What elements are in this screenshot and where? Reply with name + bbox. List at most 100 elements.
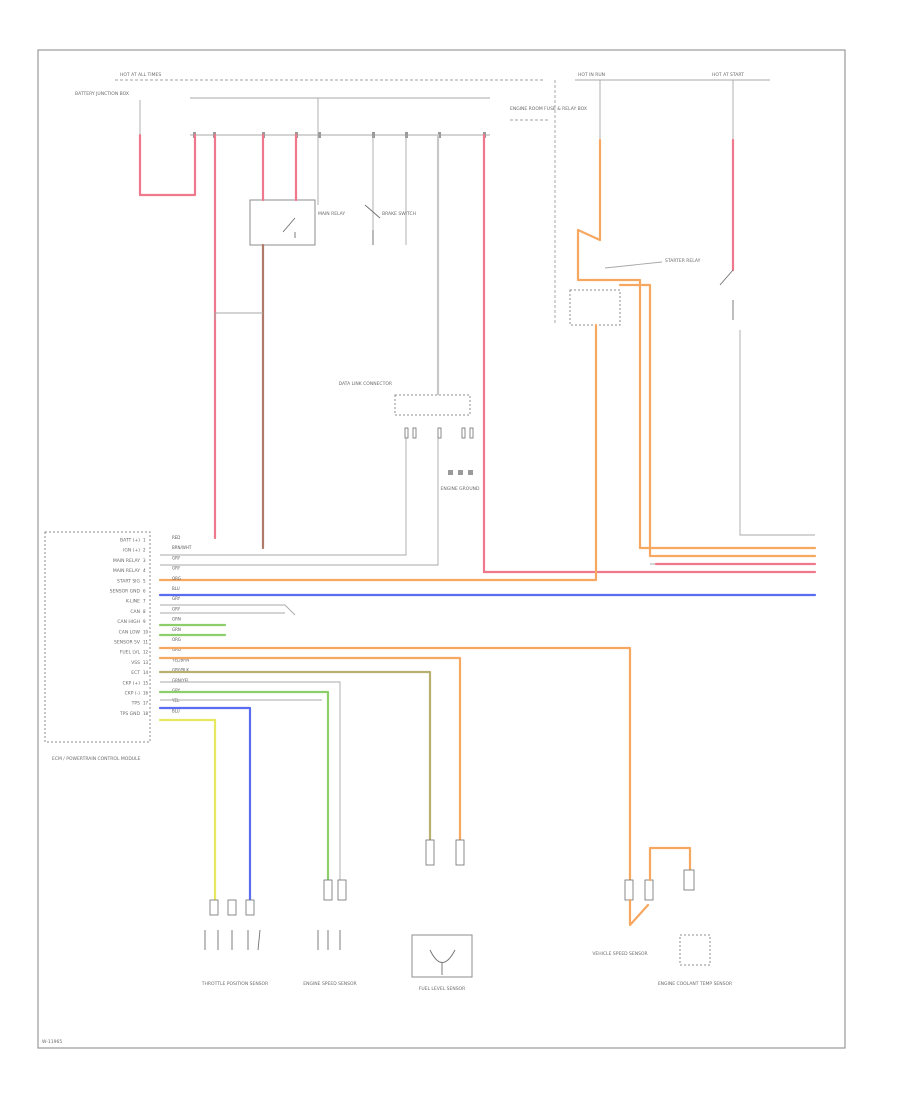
hot-in-run-label: HOT IN RUN <box>578 72 605 78</box>
wire-orange-starter-2 <box>618 283 817 558</box>
ecm-pin-name: MAIN RELAY <box>113 568 140 574</box>
data-link-connector-label: DATA LINK CONNECTOR <box>339 381 392 387</box>
wire-olive-vss <box>158 670 432 842</box>
ecm-pin-number: 18 <box>143 711 149 716</box>
starter-relay-label: STARTER RELAY <box>665 258 701 264</box>
ecm-wire-color-code: YEL <box>171 698 180 703</box>
starter-relay-box <box>569 289 621 326</box>
wire-yellow-tps <box>158 718 217 902</box>
ecm-pin-name: CAN HIGH <box>117 619 140 625</box>
ecm-pin-name: FUEL LVL <box>120 650 141 656</box>
ecm-pin-name: CAN LOW <box>119 629 141 635</box>
ecm-pin-name: TPS GND <box>119 711 141 717</box>
ecm-pin-name: SENSOR GND <box>110 589 141 595</box>
hot-at-start-label: HOT AT START <box>712 72 744 78</box>
ecm-pin-number: 1 <box>143 538 146 543</box>
ecm-pin-number: 12 <box>143 650 149 655</box>
ecm-pin-number: 2 <box>143 548 146 553</box>
ecm-wire-color-code: ORG <box>172 637 181 642</box>
wire-gray-dlc-3 <box>160 438 439 566</box>
start-switch-symbol <box>719 269 734 320</box>
ecm-pin-number: 15 <box>143 680 149 685</box>
ecm-wire-color-code: BRN/WHT <box>172 545 192 550</box>
ecm-pin-number: 9 <box>143 619 146 624</box>
ecm-pin-number: 3 <box>143 558 146 563</box>
ecm-wire-color-code: BLU <box>172 586 180 591</box>
ecm-wire-color-code: ORG <box>172 647 181 652</box>
ecm-pin-number: 11 <box>143 640 149 645</box>
ecm-pin-number: 17 <box>143 701 149 706</box>
diagram-frame <box>37 49 846 1049</box>
engine-ground-label: ENGINE GROUND <box>441 486 480 492</box>
ecm-pin-number: 16 <box>143 691 149 696</box>
brake-switch-label: BRAKE SWITCH <box>382 211 416 217</box>
wire-orange-starter-1 <box>598 278 817 550</box>
ecm-wire-color-code: GRN <box>172 617 181 622</box>
footer-code: W-11965 <box>42 1039 62 1045</box>
ecm-pin-number: 5 <box>143 578 146 583</box>
fuel-level-sensor-label: FUEL LEVEL SENSOR <box>419 986 465 992</box>
engine-ground-symbol <box>448 470 473 475</box>
wire-orange-relay-loop <box>576 228 602 282</box>
ecm-wire-color-code: GRY/BLK <box>172 668 189 673</box>
ecm-pin-name: TPS <box>131 701 140 707</box>
engine-speed-sensor <box>317 879 347 950</box>
starter-relay-leader <box>604 261 663 269</box>
ecm-wire-color-code: GRY <box>172 566 181 571</box>
hot-at-all-times-label: HOT AT ALL TIMES <box>120 72 161 78</box>
ecm-pin-number: 8 <box>143 609 146 614</box>
relay-switch-symbol <box>282 217 296 238</box>
ecm-pin-number: 4 <box>143 568 146 573</box>
ecm-pin-name: MAIN RELAY <box>113 558 140 564</box>
ecm-pin-number: 10 <box>143 629 149 634</box>
ecm-pin-name: CKP (+) <box>122 680 140 686</box>
wire-orange-fuel-lvl <box>158 656 462 842</box>
wire-gray-ect <box>160 681 341 880</box>
ecm-pin-number: 7 <box>143 599 146 604</box>
engine-coolant-temp-sensor-label: ENGINE COOLANT TEMP SENSOR <box>658 981 732 987</box>
wire-start-to-right <box>739 330 815 536</box>
dlc-pins <box>404 427 474 439</box>
vehicle-speed-sensor-label: VEHICLE SPEED SENSOR <box>592 951 647 957</box>
main-relay-box <box>249 199 316 246</box>
ecm-wire-color-code: BLU <box>172 708 180 713</box>
ecm-wire-color-code: RED <box>172 535 180 540</box>
wire-orange-sensor-5v <box>158 646 632 882</box>
ecm-wire-color-code: GRY <box>172 606 181 611</box>
throttle-position-sensor <box>204 899 261 951</box>
ecm-pin-name: BATT (+) <box>120 538 140 544</box>
vehicle-speed-sensor <box>624 846 692 927</box>
ecm-wire-color-code: GRY <box>172 555 181 560</box>
wire-orange-start-sig <box>158 323 598 582</box>
ecm-wire-color-code: GRY <box>172 688 181 693</box>
wire-green-ckp-pos <box>158 690 330 882</box>
ecm-pin-name: ECT <box>131 670 140 676</box>
ecm-pin-number: 14 <box>143 670 149 675</box>
battery-junction-box-label: BATTERY JUNCTION BOX <box>75 91 129 97</box>
ecm-pin-name: K-LINE <box>126 599 140 605</box>
ecm-label: ECM / POWERTRAIN CONTROL MODULE <box>52 756 141 762</box>
ecm-wire-color-code: GRY <box>172 596 181 601</box>
ecm-pin-name: VSS <box>131 660 140 666</box>
wire-gray-kline <box>160 604 296 616</box>
ecm-pin-number: 6 <box>143 589 146 594</box>
ecm-wire-color-code: GRN/YEL <box>172 678 190 683</box>
relay-jumper <box>214 312 263 320</box>
ecm-wire-color-code: GRN <box>172 627 181 632</box>
ecm-pin-name: START SIG <box>117 578 140 584</box>
engine-room-fuse-box-label: ENGINE ROOM FUSE & RELAY BOX <box>510 106 587 112</box>
wire-blue-tps-gnd <box>158 706 252 902</box>
wire-gray-dlc-2 <box>160 438 407 556</box>
engine-speed-sensor-label: ENGINE SPEED SENSOR <box>303 981 356 987</box>
ecm-pin-name: IGN (+) <box>123 548 140 554</box>
data-link-connector-box <box>394 394 471 416</box>
ecm-wire-color-code: YEL/BRN <box>171 657 189 662</box>
engine-coolant-temp-sensor <box>679 869 711 966</box>
fuel-level-sensor <box>411 839 473 978</box>
wire-red-battery-loop <box>138 133 197 197</box>
throttle-position-sensor-label: THROTTLE POSITION SENSOR <box>201 981 268 987</box>
ecm-pin-name: CAN <box>130 609 140 615</box>
ecm-pin-number: 13 <box>143 660 149 665</box>
ecm-pin-name: SENSOR 5V <box>114 640 141 646</box>
